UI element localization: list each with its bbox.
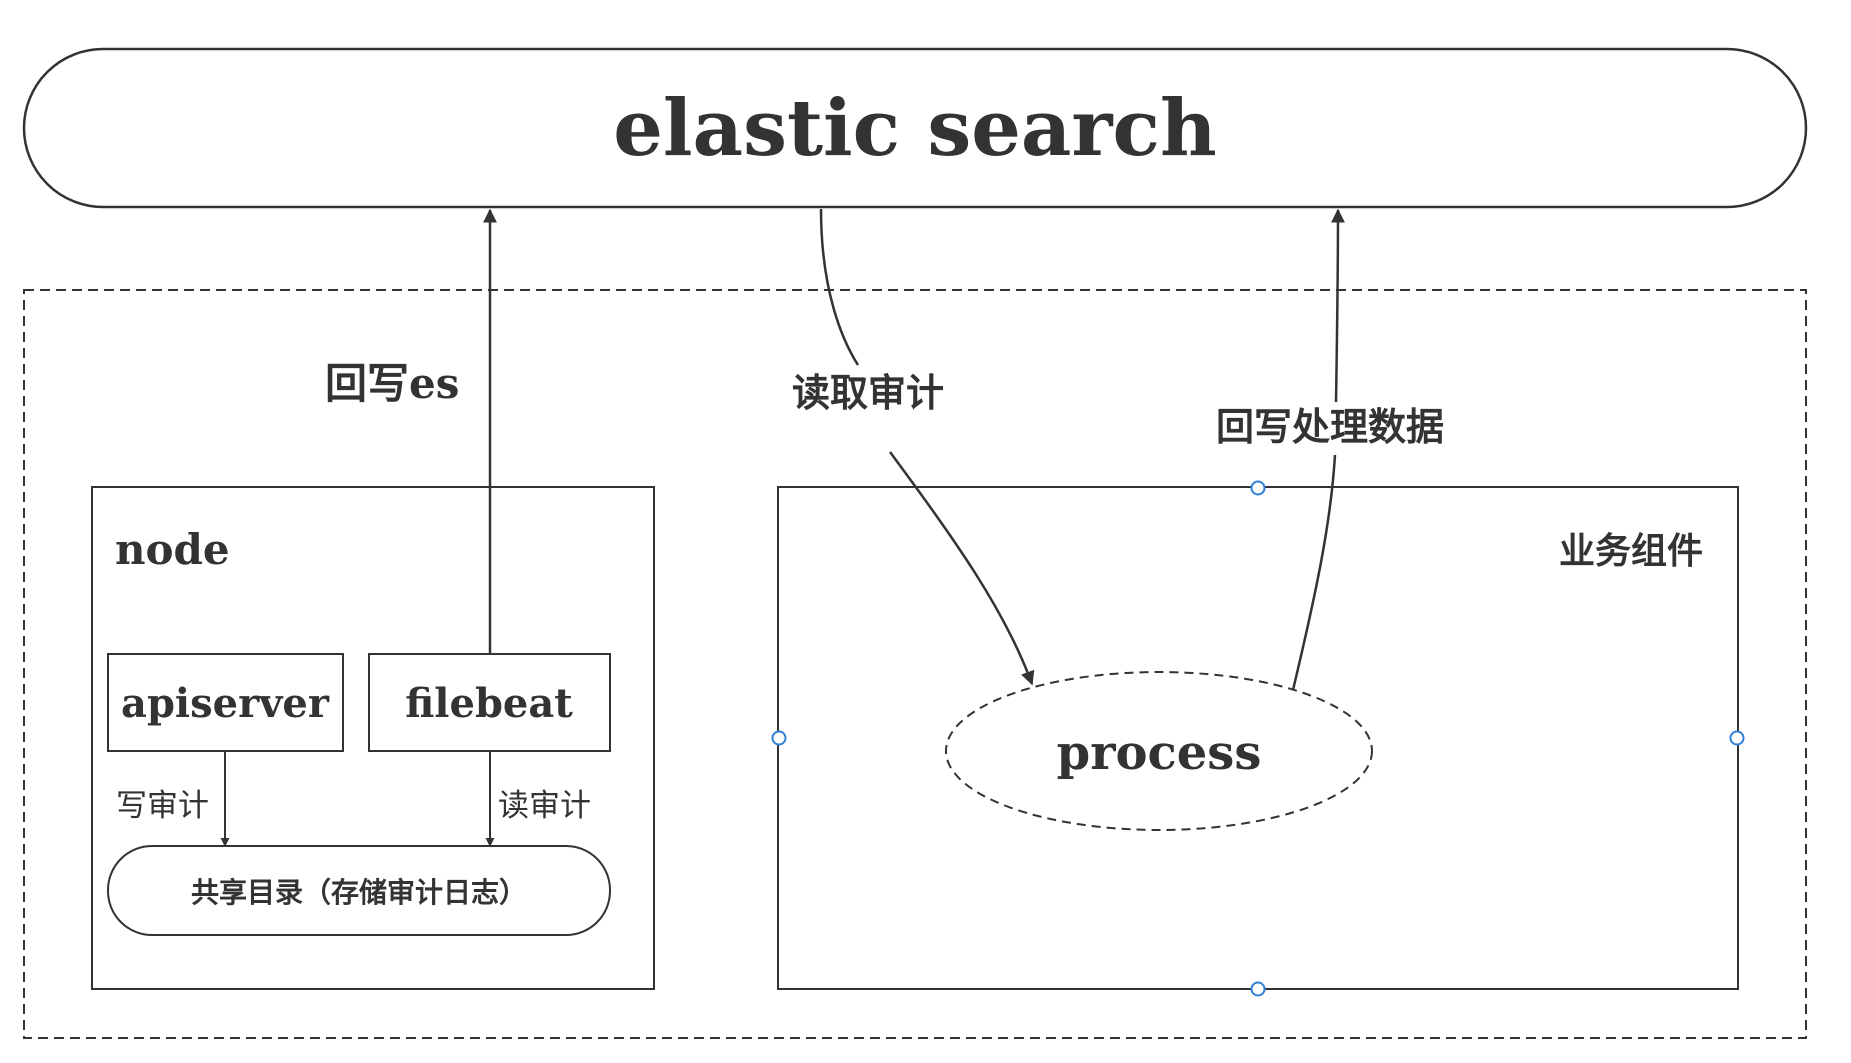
- filebeat-label: filebeat: [405, 680, 573, 727]
- edge-apiserver-to-shared-dir: 写审计: [116, 751, 230, 847]
- process-label: process: [1057, 725, 1262, 781]
- apiserver-node[interactable]: apiserver: [107, 653, 344, 752]
- edge-label-writeback-processed: 回写处理数据: [1216, 405, 1444, 449]
- elasticsearch-label: elastic search: [613, 83, 1216, 174]
- node-group-label: node: [115, 525, 230, 574]
- edge-filebeat-to-elasticsearch: 回写es: [325, 208, 497, 654]
- edge-process-to-elasticsearch: 回写处理数据: [1216, 208, 1444, 691]
- selection-handle-top[interactable]: [1250, 480, 1266, 496]
- process-node[interactable]: process: [945, 671, 1373, 831]
- shared-directory-node[interactable]: 共享目录（存储审计日志）: [107, 845, 611, 936]
- elasticsearch-node[interactable]: elastic search: [22, 47, 1808, 209]
- filebeat-node[interactable]: filebeat: [368, 653, 611, 752]
- node-group[interactable]: node: [91, 486, 655, 990]
- selection-handle-bottom[interactable]: [1250, 981, 1266, 997]
- edge-filebeat-to-shared-dir: 读审计: [485, 751, 591, 847]
- selection-handle-right[interactable]: [1729, 730, 1745, 746]
- edge-label-write-audit: 写审计: [116, 788, 209, 824]
- edge-elasticsearch-to-process: 读取审计: [792, 208, 1035, 686]
- edge-label-read-audit-local: 读审计: [498, 788, 591, 824]
- edge-label-writeback-es: 回写es: [325, 359, 459, 408]
- apiserver-label: apiserver: [121, 680, 330, 727]
- selection-handle-left[interactable]: [771, 730, 787, 746]
- shared-directory-label: 共享目录（存储审计日志）: [191, 876, 527, 909]
- business-component-label: 业务组件: [1559, 531, 1703, 572]
- edge-label-read-audit: 读取审计: [792, 371, 944, 415]
